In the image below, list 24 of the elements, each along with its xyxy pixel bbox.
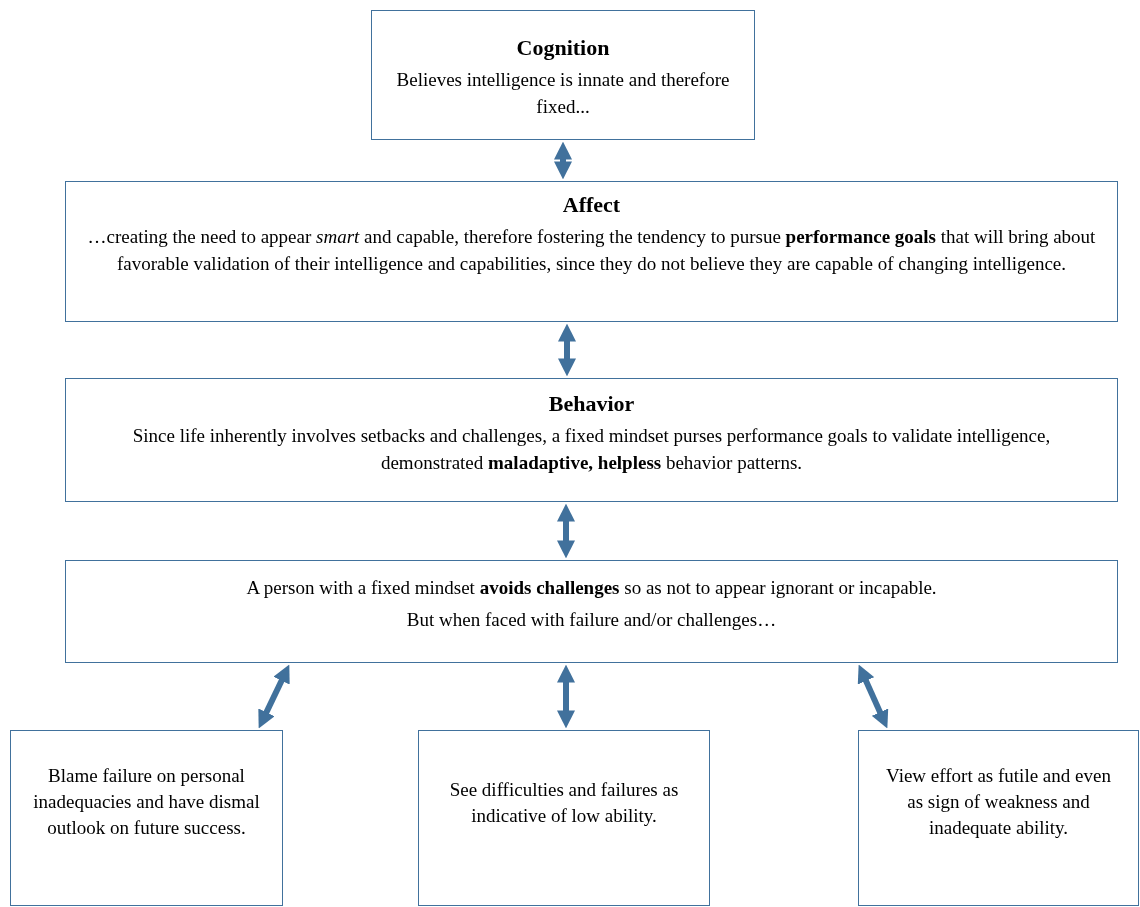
double-arrow [557,503,575,559]
box-text: Believes intelligence is innate and therefore fixed... [395,68,731,119]
text-box [65,560,1118,663]
box-heading: Behavior [548,390,635,418]
box-text: See difficulties and failures as indicative of low ability. [448,778,680,829]
text-box [65,378,1118,502]
text-box [858,730,1139,906]
text-box [418,730,710,906]
box-text: View effort as futile and even as sign of weakness and inadequate ability. [885,764,1112,841]
double-arrow [857,664,889,729]
box-heading: Cognition [516,34,610,62]
text-box [371,10,755,140]
box-text: A person with a fixed mindset avoids challenges so as not to appear ignorant or incapable. [246,576,937,600]
box-text: Since life inherently involves setbacks and challenges, a fixed mindset purses performance goals to validate intelligence, demonstrated maladaptive, helpless behavior patterns. [131,424,1052,475]
box-heading: Affect [562,191,621,219]
box-text: …creating the need to appear smart and capable, therefore fostering the tendency to pursue performance goals that will bring about favorable validation of their intelligence and capabilities, since they do not believe they are capable of changing intelligence. [86,225,1097,276]
double-arrow [557,664,575,729]
text-box [10,730,283,906]
box-text: Blame failure on personal inadequacies and have dismal outlook on future success. [32,764,261,841]
box-text: But when faced with failure and/or challenges… [406,608,777,633]
double-arrow [258,664,290,729]
text-box [65,181,1118,322]
double-arrow [554,141,572,180]
double-arrow [558,323,576,377]
